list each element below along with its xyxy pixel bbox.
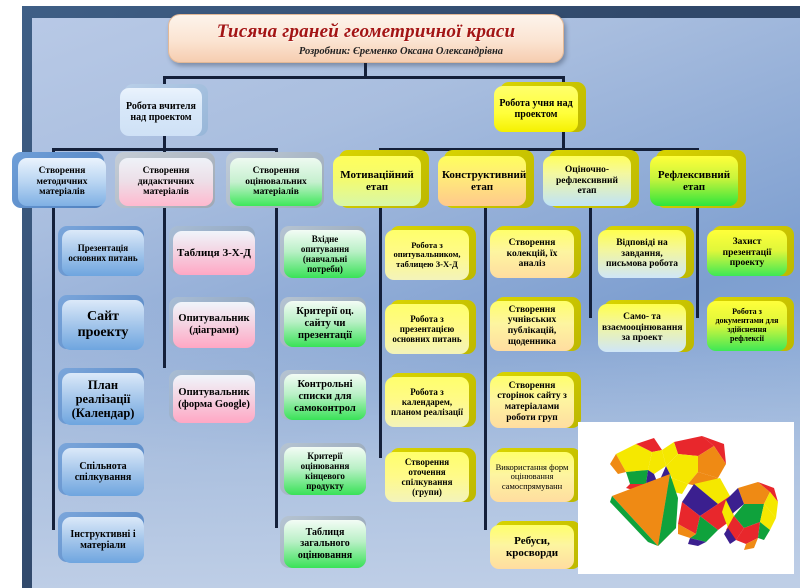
- node-constructive[interactable]: Конструктивний етап: [438, 156, 526, 206]
- node-teacher-label: Робота вчителя над проектом: [126, 100, 196, 123]
- connector-title-down: [364, 63, 367, 77]
- list-item[interactable]: Робота з календарем, планом реалізації: [385, 377, 469, 427]
- connector-teacher-down: [163, 134, 166, 148]
- list-item-label: Створення сторінок сайту з матеріалами р…: [497, 380, 567, 423]
- node-reflexive-label: Рефлексивний етап: [657, 168, 731, 193]
- rail-evaluative: [589, 208, 592, 318]
- list-item-label: Таблиця загального оцінювання: [297, 527, 353, 561]
- node-assessment[interactable]: Створення оцінювальних матеріалів: [230, 158, 322, 206]
- node-motivation[interactable]: Мотиваційний етап: [333, 156, 421, 206]
- list-item[interactable]: Таблиця З-Х-Д: [173, 231, 255, 275]
- rail-reflexive: [696, 208, 699, 318]
- list-item-label: Робота з документами для здійснення рефл…: [715, 307, 779, 343]
- list-item-label: Таблиця З-Х-Д: [177, 246, 251, 259]
- rail-assessment: [275, 208, 278, 528]
- node-reflexive[interactable]: Рефлексивний етап: [650, 156, 738, 206]
- node-motivation-label: Мотиваційний етап: [340, 168, 414, 193]
- list-item[interactable]: Відповіді на завдання, письмова робота: [598, 230, 686, 278]
- list-item-label: Сайт проекту: [77, 309, 129, 340]
- list-item[interactable]: Сайт проекту: [62, 300, 144, 350]
- node-method[interactable]: Створення методичних матеріалів: [18, 158, 106, 206]
- list-item-label: Інструктивні і матеріали: [70, 528, 136, 551]
- list-item-label: Критерії оц. сайту чи презентації: [296, 306, 354, 341]
- list-item-label: Ребуси, кросворди: [505, 534, 559, 559]
- list-item[interactable]: Робота з презентацією основних питань: [385, 304, 469, 354]
- node-student-label: Робота учня над проектом: [499, 97, 573, 120]
- list-item[interactable]: Інструктивні і матеріали: [62, 517, 144, 563]
- list-item-label: Опитувальник (форма Google): [178, 387, 250, 410]
- list-item[interactable]: Таблиця загального оцінювання: [284, 520, 366, 568]
- presentation-title-box: Тисяча граней геометричної краси Розробн…: [168, 14, 564, 63]
- node-assessment-label: Створення оцінювальних матеріалів: [245, 166, 307, 198]
- list-item-label: Створення колекцій, їх аналіз: [506, 238, 558, 270]
- list-item[interactable]: Створення сторінок сайту з матеріалами р…: [490, 376, 574, 428]
- list-item[interactable]: Робота з документами для здійснення рефл…: [707, 301, 787, 351]
- list-item[interactable]: Опитувальник (форма Google): [173, 375, 255, 423]
- list-item[interactable]: Створення оточення спілкування (групи): [385, 452, 469, 502]
- list-item[interactable]: Ребуси, кросворди: [490, 525, 574, 569]
- list-item[interactable]: Контрольні списки для самоконтрол: [284, 374, 366, 420]
- list-item-label: Контрольні списки для самоконтрол: [294, 379, 356, 414]
- list-item[interactable]: Спільнота спілкування: [62, 448, 144, 496]
- list-item[interactable]: Використання форм оцінювання самоспрямув…: [490, 452, 574, 502]
- node-teacher[interactable]: Робота вчителя над проектом: [120, 88, 202, 136]
- list-item[interactable]: Створення колекцій, їх аналіз: [490, 230, 574, 278]
- list-item-label: Створення оточення спілкування (групи): [401, 456, 453, 498]
- list-item-label: Вхідне опитування (навчальні потреби): [300, 233, 350, 275]
- list-item-label: Використання форм оцінювання самоспрямув…: [495, 461, 569, 491]
- node-student[interactable]: Робота учня над проектом: [494, 86, 578, 132]
- list-item-label: Робота з презентацією основних питань: [392, 313, 462, 345]
- list-item[interactable]: Опитувальник (діаграми): [173, 302, 255, 348]
- list-item[interactable]: Вхідне опитування (навчальні потреби): [284, 230, 366, 278]
- list-item-label: План реалізації (Календар): [71, 378, 135, 420]
- connector-to-teacher: [163, 76, 166, 88]
- node-didactic[interactable]: Створення дидактичних матеріалів: [119, 158, 213, 206]
- list-item[interactable]: Створення учнівських публікацій, щоденни…: [490, 301, 574, 351]
- list-item[interactable]: Критерії оцінювання кінцевого продукту: [284, 447, 366, 495]
- node-constructive-label: Конструктивний етап: [442, 168, 527, 193]
- rail-motivation: [379, 208, 382, 458]
- page-title: Тисяча граней геометричної краси: [216, 20, 516, 42]
- connector-student-down: [562, 132, 565, 148]
- connector-spine-student: [379, 148, 697, 151]
- list-item-label: Відповіді на завдання, письмова робота: [605, 238, 679, 270]
- rail-didactic: [163, 208, 166, 368]
- list-item-label: Само- та взаємооцінювання за проект: [602, 312, 683, 344]
- list-item-label: Спільнота спілкування: [74, 460, 132, 483]
- node-evaluative-label: Оціночно-рефлексивний етап: [556, 165, 618, 197]
- list-item-label: Робота з календарем, планом реалізації: [390, 386, 464, 418]
- list-item[interactable]: План реалізації (Календар): [62, 373, 144, 425]
- connector-spine-top: [163, 76, 565, 79]
- list-item[interactable]: Критерії оц. сайту чи презентації: [284, 301, 366, 347]
- node-didactic-label: Створення дидактичних матеріалів: [137, 166, 195, 198]
- list-item-label: Критерії оцінювання кінцевого продукту: [300, 450, 350, 492]
- list-item-label: Створення учнівських публікацій, щоденни…: [507, 304, 557, 347]
- list-item-label: Опитувальник (діаграми): [178, 313, 250, 336]
- list-item[interactable]: Само- та взаємооцінювання за проект: [598, 304, 686, 352]
- polyhedra-illustration: [578, 422, 794, 574]
- list-item-label: Презентація основних питань: [68, 242, 138, 263]
- rail-method: [52, 208, 55, 530]
- rail-constructive: [484, 208, 487, 530]
- list-item[interactable]: Захист презентації проекту: [707, 230, 787, 276]
- author-line: Розробник: Єременко Оксана Олександрівна: [298, 45, 504, 57]
- node-evaluative[interactable]: Оціночно-рефлексивний етап: [543, 156, 631, 206]
- list-item-label: Захист презентації проекту: [722, 237, 772, 269]
- node-method-label: Створення методичних матеріалів: [36, 166, 88, 198]
- list-item[interactable]: Робота з опитувальником, таблицею З-Х-Д: [385, 230, 469, 280]
- list-item[interactable]: Презентація основних питань: [62, 230, 144, 276]
- list-item-label: Робота з опитувальником, таблицею З-Х-Д: [393, 239, 461, 269]
